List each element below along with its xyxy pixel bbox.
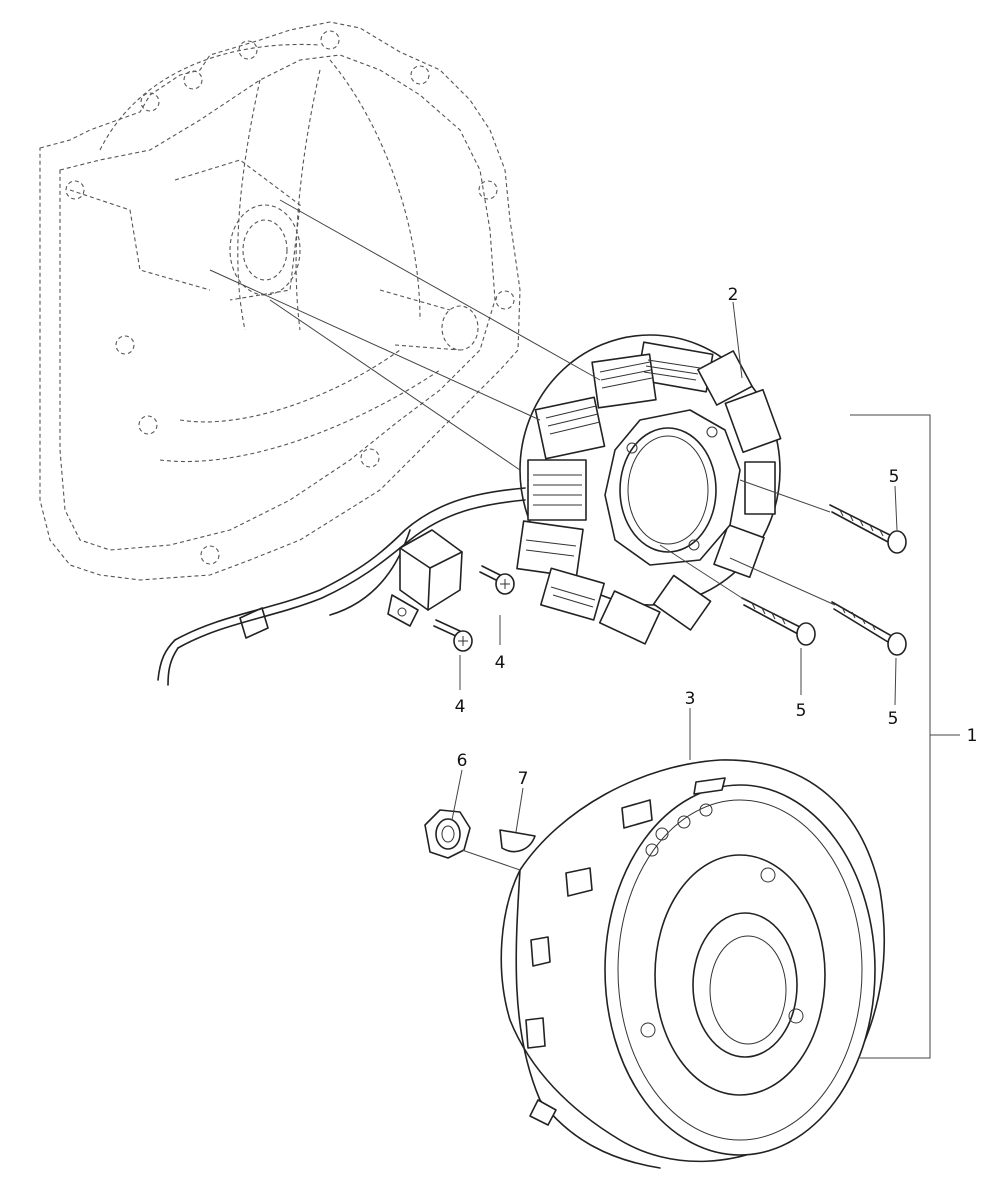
screw-icon bbox=[831, 601, 907, 656]
alignment-lines bbox=[209, 199, 836, 871]
callout-labels: 2 5 4 4 5 5 1 3 6 7 bbox=[455, 285, 978, 789]
woodruff-key-icon bbox=[499, 829, 536, 853]
screw-icon bbox=[829, 504, 907, 554]
magneto-assembly-bracket-icon bbox=[850, 414, 960, 1059]
callout-assembly: 1 bbox=[967, 726, 978, 746]
callout-leaders bbox=[451, 301, 898, 833]
screw-icon bbox=[479, 565, 515, 595]
callout-nut: 6 bbox=[457, 751, 468, 771]
callout-screw-long-a: 5 bbox=[889, 467, 900, 487]
callout-key: 7 bbox=[518, 769, 529, 789]
stator-coil-icon bbox=[516, 334, 782, 645]
flywheel-rotor-icon bbox=[500, 759, 885, 1169]
callout-stator: 2 bbox=[728, 285, 739, 305]
nut-icon bbox=[424, 809, 471, 859]
pickup-sensor-icon bbox=[387, 529, 463, 627]
engine-cover-dashed-icon bbox=[39, 21, 521, 581]
screw-icon bbox=[433, 619, 473, 652]
wire-harness-icon bbox=[157, 487, 526, 686]
screw-icon bbox=[741, 597, 816, 646]
callout-screw-long-c: 5 bbox=[888, 709, 899, 729]
callout-screw-long-b: 5 bbox=[796, 701, 807, 721]
callout-screw-small-a: 4 bbox=[495, 653, 506, 673]
callout-screw-small-b: 4 bbox=[455, 697, 466, 717]
callout-flywheel: 3 bbox=[685, 689, 696, 709]
